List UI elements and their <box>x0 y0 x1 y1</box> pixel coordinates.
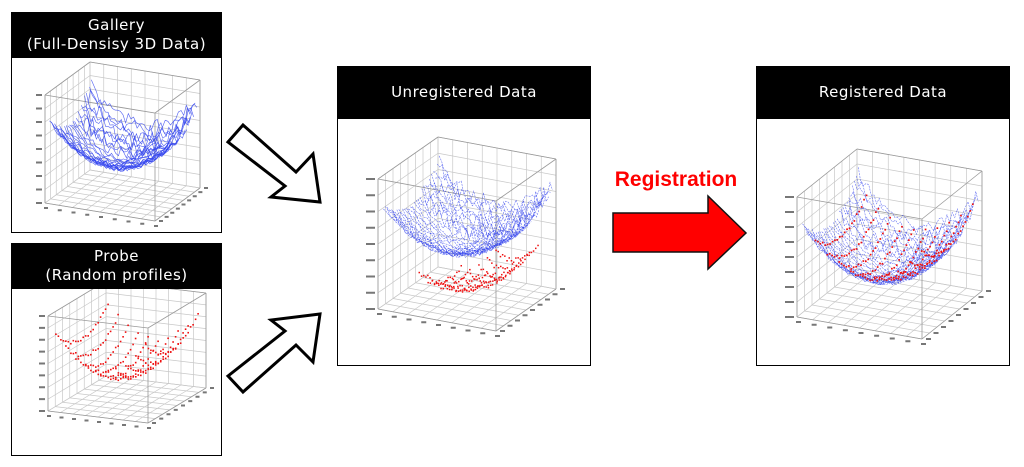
registered-title: Registered Data <box>756 66 1010 118</box>
flow-arrow-upper <box>225 122 322 204</box>
plot-ticks <box>36 94 208 227</box>
plot-ticks <box>39 315 214 429</box>
unregistered-surface <box>383 155 553 258</box>
gallery-title: Gallery (Full-Densisy 3D Data) <box>11 12 222 57</box>
probe-panel <box>11 288 222 456</box>
gallery-surface <box>49 79 198 172</box>
plot-grid <box>796 148 983 340</box>
plot-grid <box>377 136 557 332</box>
probe-title-line1: Probe <box>93 246 140 265</box>
unregistered-probe-profiles <box>418 244 539 293</box>
gallery-3d-plot <box>36 61 208 227</box>
unregistered-title-text: Unregistered Data <box>391 82 537 101</box>
registered-title-text: Registered Data <box>818 82 948 101</box>
unregistered-title: Unregistered Data <box>337 66 591 118</box>
flow-arrow-lower <box>225 312 322 395</box>
probe-title: Probe (Random profiles) <box>11 243 222 288</box>
probe-3d-plot <box>39 289 214 429</box>
gallery-panel <box>11 57 222 233</box>
gallery-title-line2: (Full-Densisy 3D Data) <box>26 34 207 53</box>
plot-ticks <box>366 178 565 337</box>
registration-arrow <box>612 194 748 271</box>
registration-label: Registration <box>614 168 738 191</box>
probe-title-line2: (Random profiles) <box>45 265 188 284</box>
plot-grid <box>47 289 207 424</box>
probe-profiles <box>55 303 199 382</box>
unregistered-3d-plot <box>366 136 565 337</box>
registered-3d-plot <box>785 148 991 345</box>
gallery-title-line1: Gallery <box>88 15 145 34</box>
plot-grid <box>44 61 201 222</box>
plot-ticks <box>785 196 991 345</box>
unregistered-panel <box>337 118 591 366</box>
registered-panel <box>756 118 1010 366</box>
registered-probe-profiles <box>814 194 974 282</box>
